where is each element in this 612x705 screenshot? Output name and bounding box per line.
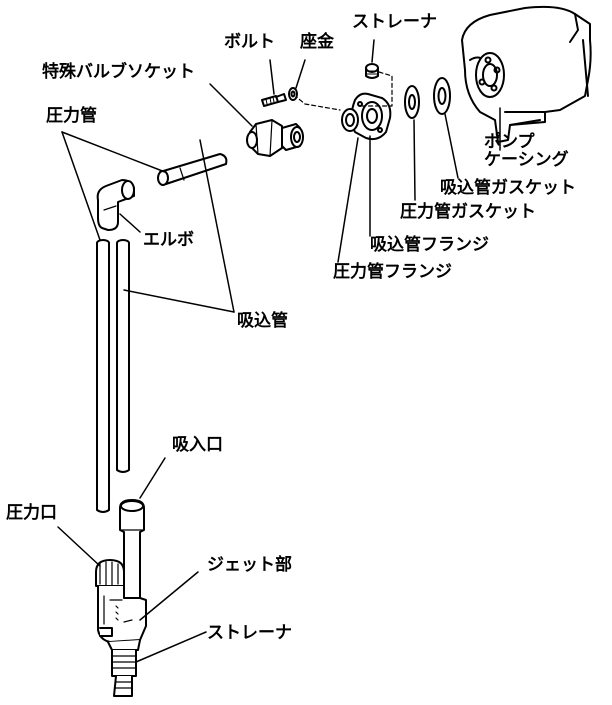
valve-socket	[246, 119, 304, 157]
leader-pressure-port	[57, 526, 101, 567]
long-pipe-right	[116, 239, 130, 473]
pump-casing	[461, 5, 592, 143]
flange	[341, 92, 392, 141]
label-pump-casing-1: ポンプ	[484, 132, 535, 152]
leader-pressure-pipe-top-a	[61, 131, 166, 173]
jet-assembly	[95, 499, 147, 697]
leader-jet	[139, 571, 199, 621]
leader-strainer-top	[371, 39, 375, 63]
suction-gasket	[433, 77, 451, 115]
label-bolt: ボルト	[224, 32, 275, 52]
leader-valve-socket	[209, 83, 253, 127]
label-strainer-bottom: ストレーナ	[207, 623, 292, 643]
label-special-valve-socket: 特殊バルブソケット	[42, 62, 195, 82]
label-strainer-top: ストレーナ	[352, 12, 437, 32]
label-elbow: エルボ	[143, 230, 194, 250]
label-pump-casing-2: ケーシング	[484, 150, 569, 170]
strainer-small	[365, 63, 379, 79]
leader-suction-pipe-b	[199, 139, 235, 313]
leader-pressure-pipe-top-b	[61, 131, 101, 241]
label-pressure-port: 圧力口	[6, 503, 57, 523]
label-washer: 座金	[300, 32, 334, 52]
label-suction-pipe-flange: 吸込管フランジ	[370, 235, 489, 255]
alignment-lines	[293, 71, 393, 111]
leader-washer	[295, 59, 306, 89]
elbow	[96, 179, 135, 231]
leader-pressure-flange	[337, 137, 359, 263]
label-suction-pipe-gasket: 吸込管ガスケット	[440, 178, 576, 198]
label-inlet: 吸入口	[172, 435, 223, 455]
leader-suction-pipe-a	[123, 289, 235, 313]
bolt	[261, 93, 287, 107]
label-suction-pipe: 吸込管	[237, 311, 288, 331]
label-pressure-pipe-flange: 圧力管フランジ	[333, 262, 452, 282]
long-pipe-left	[96, 239, 110, 513]
leader-strainer-bottom	[135, 631, 207, 663]
label-pressure-pipe-gasket: 圧力管ガスケット	[400, 202, 536, 222]
leader-inlet	[139, 457, 166, 499]
label-pressure-pipe-top: 圧力管	[46, 106, 97, 126]
washer	[288, 87, 298, 101]
label-jet-section: ジェット部	[207, 555, 292, 575]
leader-suction-gasket	[444, 113, 459, 179]
leader-bolt	[269, 59, 275, 95]
leader-pressure-gasket	[413, 119, 416, 201]
pressure-gasket	[404, 85, 420, 119]
leader-elbow	[119, 213, 141, 233]
pressure-pipe-short	[157, 153, 228, 186]
